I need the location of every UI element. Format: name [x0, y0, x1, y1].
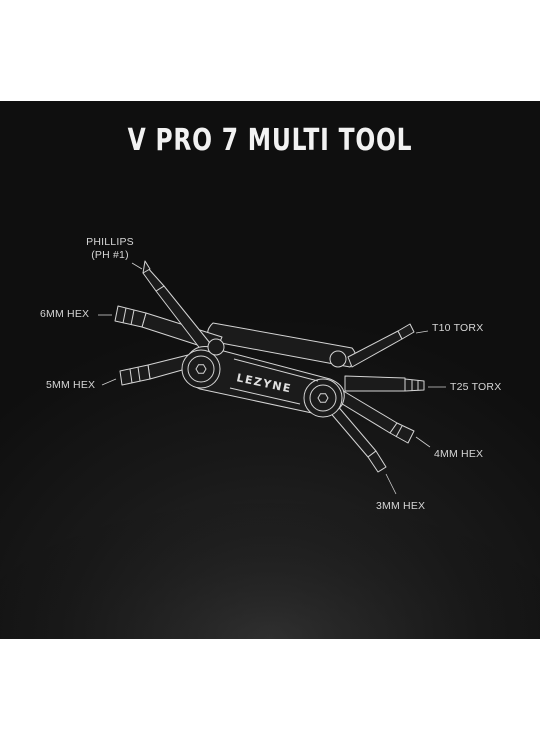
product-panel: V PRO 7 MULTI TOOL [0, 101, 540, 639]
hex5-leader [101, 378, 117, 386]
right-bolt-icon [317, 393, 329, 403]
phillips-leader [131, 262, 143, 270]
label-phillips-line1: PHILLIPS [86, 236, 134, 248]
t10-leader [415, 330, 429, 334]
multi-tool-illustration: LEZYNE [0, 260, 540, 639]
torx-t25-bit [344, 375, 425, 392]
upper-pivot [207, 338, 225, 356]
hex4-leader [415, 436, 431, 448]
left-bolt-icon [195, 364, 207, 374]
phillips-bit [142, 260, 219, 360]
page-title: V PRO 7 MULTI TOOL [127, 123, 413, 158]
upper-right-pivot [329, 350, 347, 368]
label-torx-t25: T25 TORX [450, 381, 502, 393]
label-phillips-line2: (PH #1) [91, 249, 129, 261]
hex3-leader [385, 473, 397, 495]
tool-body-plate [207, 322, 356, 368]
label-torx-t10: T10 TORX [432, 322, 484, 334]
label-hex-5mm: 5MM HEX [46, 379, 96, 391]
hex-4mm-bit [333, 388, 415, 444]
label-hex-6mm: 6MM HEX [40, 308, 90, 320]
label-phillips: PHILLIPS (PH #1) [82, 236, 138, 262]
label-hex-4mm: 4MM HEX [434, 448, 484, 460]
torx-t10-bit [347, 323, 415, 368]
label-hex-3mm: 3MM HEX [376, 500, 426, 512]
